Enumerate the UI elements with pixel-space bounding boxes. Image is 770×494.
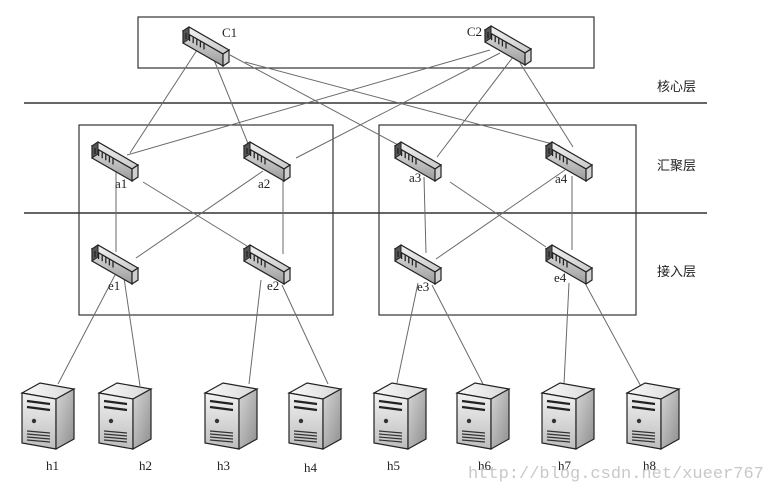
switch-a4: a4 (544, 141, 594, 186)
host-label: h3 (217, 458, 230, 473)
link-e2-h3 (248, 279, 262, 385)
link-e2-h4 (281, 284, 329, 385)
switch-label: C1 (222, 25, 237, 40)
server-icon (287, 382, 343, 451)
link-a4-e3 (435, 169, 566, 260)
network-switch-icon (90, 141, 140, 183)
link-e1-h2 (123, 277, 141, 387)
switch-C2: C2 (467, 24, 533, 67)
switch-e3: e3 (393, 244, 443, 294)
host-h2: h2 (97, 382, 153, 473)
switch-C1: C1 (181, 25, 237, 68)
network-switch-icon (242, 141, 292, 183)
switch-a3: a3 (393, 141, 443, 185)
server-icon (540, 382, 596, 451)
server-icon (97, 382, 153, 451)
server-icon (625, 382, 681, 451)
server-icon (20, 382, 76, 451)
link-a2-e1 (135, 170, 264, 259)
link-C2-a2 (295, 52, 501, 159)
network-switch-icon (90, 244, 140, 286)
switch-label: a2 (258, 176, 270, 191)
network-switch-icon (544, 244, 594, 286)
switches: C1 C2 a1 a2 a3 a4 e1 e2 e3 e4 (90, 24, 594, 294)
hosts: h1 h2 h3 h4 h5 h6 h7 h8 (20, 382, 681, 475)
pod-right-frame (378, 124, 637, 316)
network-switch-icon (181, 26, 231, 68)
host-h8: h8 (625, 382, 681, 473)
layer-label-aggregation: 汇聚层 (657, 159, 696, 174)
link-e3-h5 (396, 282, 419, 384)
pod-left-frame (78, 124, 334, 316)
switch-label: a1 (115, 176, 127, 191)
network-switch-icon (393, 141, 443, 183)
switch-a2: a2 (242, 141, 292, 191)
link-C1-a2 (209, 49, 250, 147)
core-layer-frame (137, 16, 595, 69)
host-h5: h5 (372, 382, 428, 473)
link-C2-a4 (519, 62, 574, 148)
link-e3-h6 (431, 284, 484, 385)
switch-label: e2 (267, 278, 279, 293)
switch-label: e3 (417, 279, 429, 294)
host-h3: h3 (203, 382, 259, 473)
host-label: h2 (139, 458, 152, 473)
link-e1-h1 (57, 274, 116, 385)
host-label: h1 (46, 458, 59, 473)
link-e4-h8 (585, 284, 645, 393)
network-switch-icon (483, 25, 533, 67)
switch-e1: e1 (90, 244, 140, 293)
link-e4-h7 (563, 282, 570, 385)
watermark-text: http://blog.csdn.net/xueer767 (468, 465, 764, 484)
switch-label: e1 (108, 278, 120, 293)
host-label: h5 (387, 458, 400, 473)
link-C1-a4 (244, 61, 561, 147)
switch-label: a3 (409, 170, 421, 185)
switch-e2: e2 (242, 244, 292, 293)
link-a3-e4 (449, 181, 547, 248)
host-label: h4 (304, 460, 318, 475)
link-C2-a3 (436, 56, 514, 158)
layer-label-core: 核心层 (657, 80, 696, 95)
host-label: h6 (478, 458, 492, 473)
host-h6: h6 (455, 382, 511, 473)
host-h1: h1 (20, 382, 76, 473)
switch-e4: e4 (544, 244, 594, 286)
host-label: h8 (643, 458, 656, 473)
links (57, 46, 645, 393)
switch-label: e4 (554, 270, 567, 285)
network-switch-icon (544, 141, 594, 183)
network-switch-icon (393, 244, 443, 286)
server-icon (372, 382, 428, 451)
layer-label-access: 接入层 (657, 264, 696, 280)
host-h4: h4 (287, 382, 343, 475)
server-icon (203, 382, 259, 451)
server-icon (455, 382, 511, 451)
switch-label: C2 (467, 24, 482, 39)
link-a1-e2 (142, 181, 248, 247)
link-a3-e3 (423, 176, 427, 254)
link-C1-a1 (129, 46, 200, 154)
link-C2-a1 (126, 49, 491, 156)
host-label: h7 (558, 458, 572, 473)
switch-a1: a1 (90, 141, 140, 191)
switch-label: a4 (555, 171, 568, 186)
host-h7: h7 (540, 382, 596, 473)
network-switch-icon (242, 244, 292, 286)
